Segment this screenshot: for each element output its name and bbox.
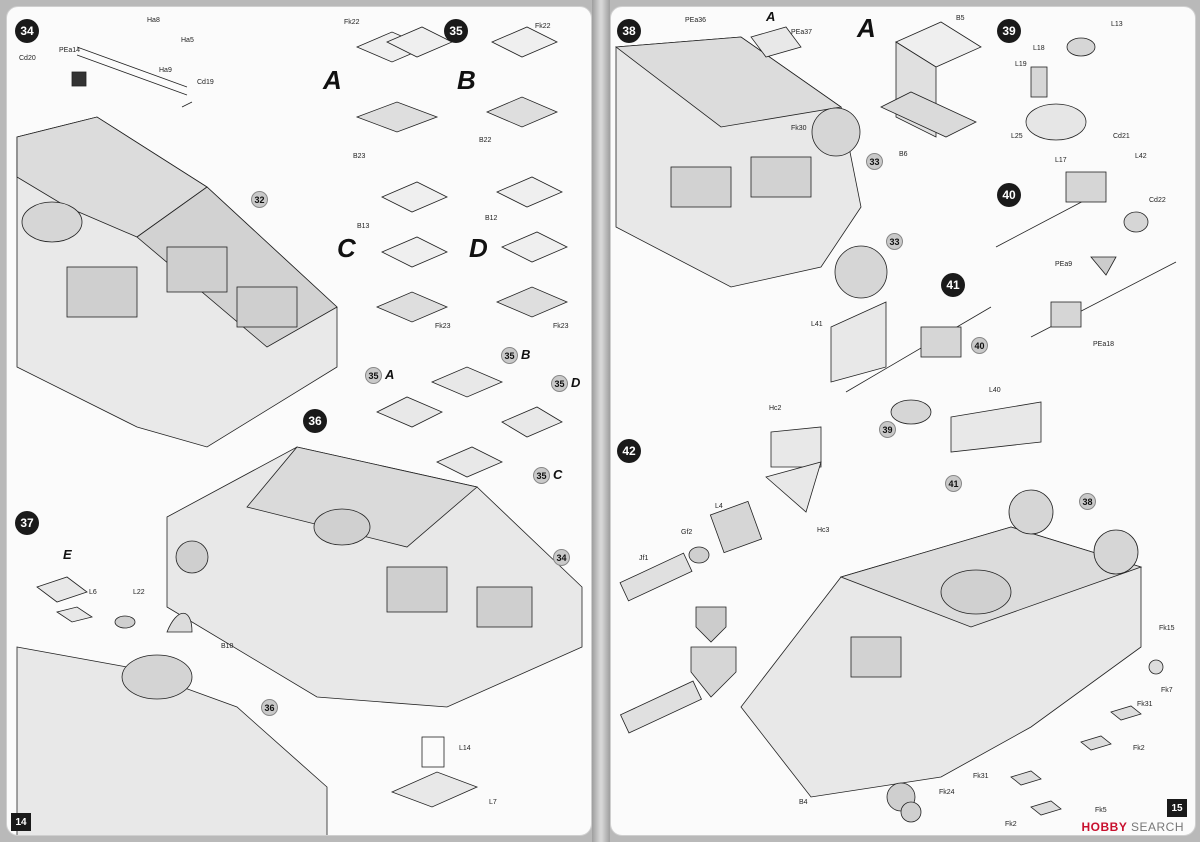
part-l42: L42: [1135, 153, 1147, 160]
part-fk30: Fk30: [791, 125, 807, 132]
part-b6: B6: [899, 151, 908, 158]
step-35-number: 35: [444, 19, 468, 43]
part-cd20: Cd20: [19, 55, 36, 62]
step-39-number: 39: [997, 19, 1021, 43]
step-37-variant-e: E: [63, 547, 72, 562]
part-b13: B13: [357, 223, 370, 230]
part-l18: L18: [1033, 45, 1045, 52]
step-36-number: 36: [303, 409, 327, 433]
callout-35d-variant: D: [571, 375, 581, 390]
callout-35d: 35: [551, 375, 568, 392]
variant-d-label: D: [469, 233, 488, 263]
part-hc3: Hc3: [817, 527, 830, 534]
part-ha9: Ha9: [159, 67, 172, 74]
left-page: 34 Ha8 Ha5 PEa14 Ha9 Cd20 Cd19 32 35 A B…: [6, 6, 592, 836]
part-fk2-right: Fk2: [1133, 745, 1145, 752]
part-pea14: PEa14: [59, 47, 81, 54]
part-l6: L6: [89, 589, 97, 596]
part-b22: B22: [479, 137, 492, 144]
part-l13: L13: [1111, 21, 1123, 28]
part-pea37: PEa37: [791, 29, 813, 36]
part-ha8: Ha8: [147, 17, 160, 24]
watermark-brand: HOBBY: [1081, 820, 1128, 834]
part-fk31-lower: Fk31: [973, 773, 989, 780]
step-37-number: 37: [15, 511, 39, 535]
part-jf1: Jf1: [639, 555, 649, 562]
part-b12: B12: [485, 215, 498, 222]
part-gf2: Gf2: [681, 529, 693, 536]
part-pea9: PEa9: [1055, 261, 1073, 268]
right-page: 38 A PEa36 PEa37 Fk30 33 33 A B5 B6 39 L…: [610, 6, 1196, 836]
callout-36: 36: [261, 699, 278, 716]
part-b4: B4: [799, 799, 808, 806]
right-page-illustrations: [614, 21, 1177, 823]
part-fk23-c: Fk23: [435, 323, 451, 330]
part-hc2: Hc2: [769, 405, 782, 412]
part-l19: L19: [1015, 61, 1027, 68]
part-l7: L7: [489, 799, 497, 806]
callout-35c-variant: C: [553, 467, 563, 482]
step-41-number: 41: [941, 273, 965, 297]
part-ha5: Ha5: [181, 37, 194, 44]
part-l4: L4: [715, 503, 723, 510]
callout-34: 34: [553, 549, 570, 566]
callout-33-lower: 33: [886, 233, 903, 250]
book-gutter: [592, 0, 610, 842]
callout-38: 38: [1079, 493, 1096, 510]
part-pea18: PEa18: [1093, 341, 1115, 348]
part-l25: L25: [1011, 133, 1023, 140]
left-page-illustrations: [16, 26, 583, 835]
part-fk2-bottom: Fk2: [1005, 821, 1017, 828]
subassembly-a-label: A: [857, 13, 876, 43]
part-fk23-d: Fk23: [553, 323, 569, 330]
part-fk31-upper: Fk31: [1137, 701, 1153, 708]
variant-b-label: B: [457, 65, 476, 95]
callout-41: 41: [945, 475, 962, 492]
step-38-variant-a: A: [766, 9, 776, 24]
variant-c-label: C: [337, 233, 356, 263]
callout-40: 40: [971, 337, 988, 354]
part-cd22: Cd22: [1149, 197, 1166, 204]
callout-35c: 35: [533, 467, 550, 484]
part-cd19: Cd19: [197, 79, 214, 86]
part-l22: L22: [133, 589, 145, 596]
watermark-suffix: SEARCH: [1130, 820, 1184, 834]
callout-35b-variant: B: [521, 347, 531, 362]
part-fk5: Fk5: [1095, 807, 1107, 814]
variant-a-label: A: [323, 65, 342, 95]
step-34-number: 34: [15, 19, 39, 43]
part-b10: B10: [221, 643, 234, 650]
step-42-number: 42: [617, 439, 641, 463]
part-l40: L40: [989, 387, 1001, 394]
part-fk7: Fk7: [1161, 687, 1173, 694]
part-fk22-a: Fk22: [344, 19, 360, 26]
right-page-number: 15: [1167, 799, 1187, 817]
step-38-number: 38: [617, 19, 641, 43]
part-l14: L14: [459, 745, 471, 752]
part-fk22-b: Fk22: [535, 23, 551, 30]
part-fk15: Fk15: [1159, 625, 1175, 632]
step-40-number: 40: [997, 183, 1021, 207]
part-l17: L17: [1055, 157, 1067, 164]
callout-33-upper: 33: [866, 153, 883, 170]
part-b23: B23: [353, 153, 366, 160]
callout-32: 32: [251, 191, 268, 208]
part-pea36: PEa36: [685, 17, 707, 24]
callout-35a: 35: [365, 367, 382, 384]
callout-39: 39: [879, 421, 896, 438]
callout-35b: 35: [501, 347, 518, 364]
hobby-search-watermark: HOBBY SEARCH: [1082, 820, 1184, 834]
part-fk24: Fk24: [939, 789, 955, 796]
part-cd21: Cd21: [1113, 133, 1130, 140]
callout-35a-variant: A: [385, 367, 395, 382]
part-b5: B5: [956, 15, 965, 22]
part-l41: L41: [811, 321, 823, 328]
left-page-number: 14: [11, 813, 31, 831]
